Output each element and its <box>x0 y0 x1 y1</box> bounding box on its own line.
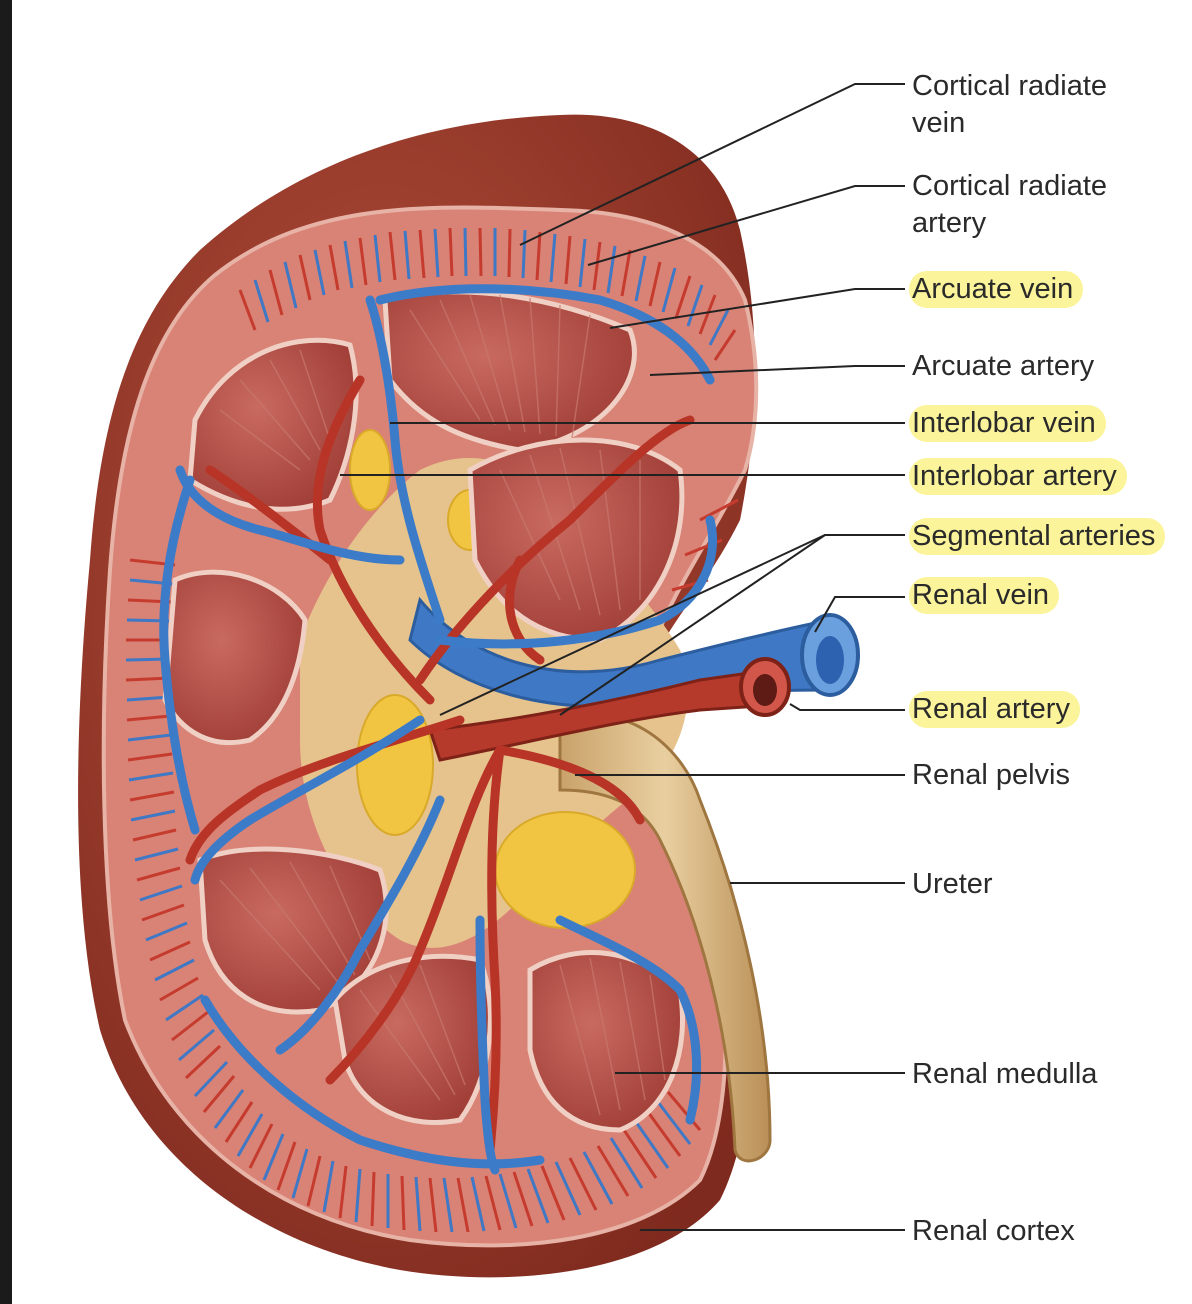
window-edge <box>0 0 12 1304</box>
renal-fat <box>349 429 636 929</box>
label-renal-medulla: Renal medulla <box>912 1058 1098 1090</box>
label-ureter: Ureter <box>912 868 993 900</box>
label-segmental-arteries: Segmental arteries <box>909 518 1166 555</box>
label-renal-pelvis: Renal pelvis <box>912 759 1070 791</box>
cortical-striations <box>125 227 739 1233</box>
label-interlobar-artery: Interlobar artery <box>909 458 1127 495</box>
label-cortical-radiate-artery: Cortical radiate artery <box>912 170 1108 239</box>
label-cortical-radiate-vein: Cortical radiate vein <box>912 70 1108 139</box>
renal-pyramids <box>162 289 685 1133</box>
label-renal-artery: Renal artery <box>909 691 1080 728</box>
arteries <box>185 375 695 1155</box>
label-renal-vein: Renal vein <box>909 577 1060 614</box>
veins <box>159 284 718 1175</box>
label-interlobar-vein: Interlobar vein <box>909 405 1106 442</box>
ureter-body <box>558 713 772 1163</box>
leader-lines <box>340 83 905 1231</box>
label-renal-cortex: Renal cortex <box>912 1215 1075 1247</box>
label-arcuate-vein: Arcuate vein <box>909 271 1084 308</box>
label-arcuate-artery: Arcuate artery <box>912 350 1095 382</box>
